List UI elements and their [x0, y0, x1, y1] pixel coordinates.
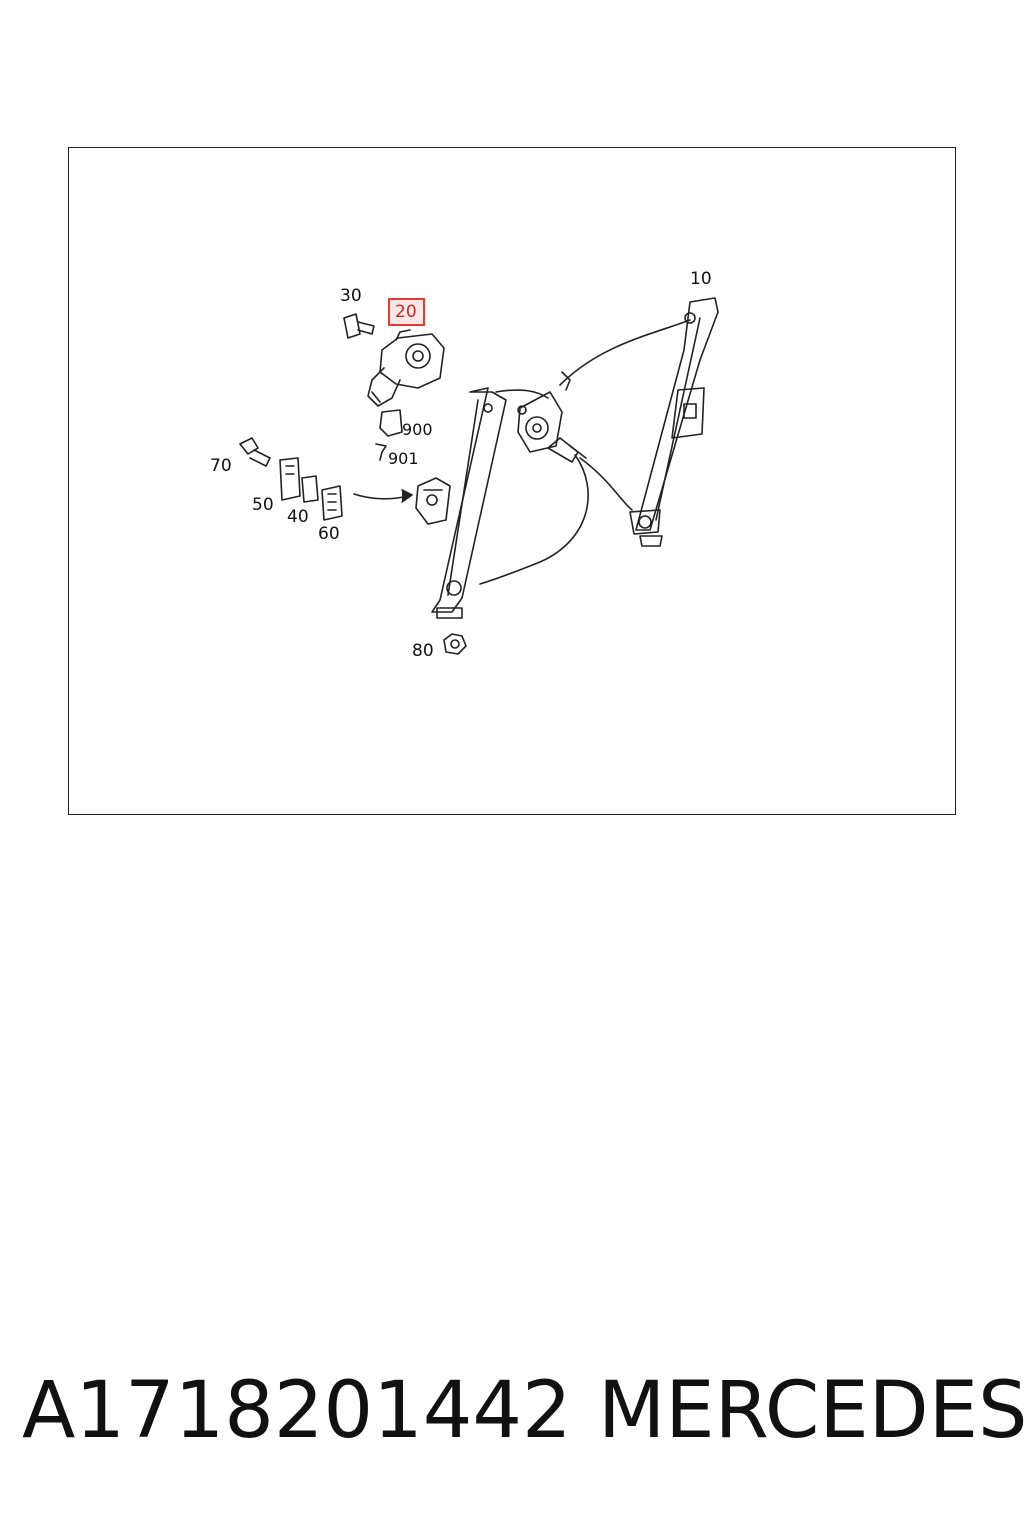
- assembly-arrow: [353, 489, 413, 503]
- part-60: [321, 485, 343, 521]
- bolt-30: [343, 313, 375, 339]
- brand-name: MERCEDES: [598, 1366, 1024, 1456]
- callout-70: 70: [210, 456, 232, 476]
- callout-80: 80: [412, 641, 434, 661]
- footer-caption: A1718201442 MERCEDES: [0, 1372, 1024, 1472]
- regulator-cables: [479, 319, 691, 585]
- pin-901: [375, 443, 387, 461]
- part-number: A1718201442: [22, 1366, 572, 1456]
- regulator-right-rail: [629, 297, 719, 547]
- bolt-70: [239, 437, 271, 467]
- regulator-left-rail: [431, 387, 507, 619]
- callout-60: 60: [318, 524, 340, 544]
- cable-drum-assembly: [517, 391, 579, 463]
- callout-20-highlighted: 20: [388, 298, 425, 326]
- callout-50: 50: [252, 495, 274, 515]
- part-50: [279, 457, 301, 501]
- callout-900: 900: [402, 420, 433, 439]
- callout-40: 40: [287, 507, 309, 527]
- nut-80: [443, 633, 467, 655]
- glass-clamp: [415, 477, 451, 525]
- window-motor: [367, 329, 445, 407]
- connector-900: [379, 409, 403, 437]
- callout-30: 30: [340, 286, 362, 306]
- callout-10: 10: [690, 269, 712, 289]
- callout-901: 901: [388, 449, 419, 468]
- diagram-frame: [68, 147, 956, 815]
- part-40: [301, 475, 319, 503]
